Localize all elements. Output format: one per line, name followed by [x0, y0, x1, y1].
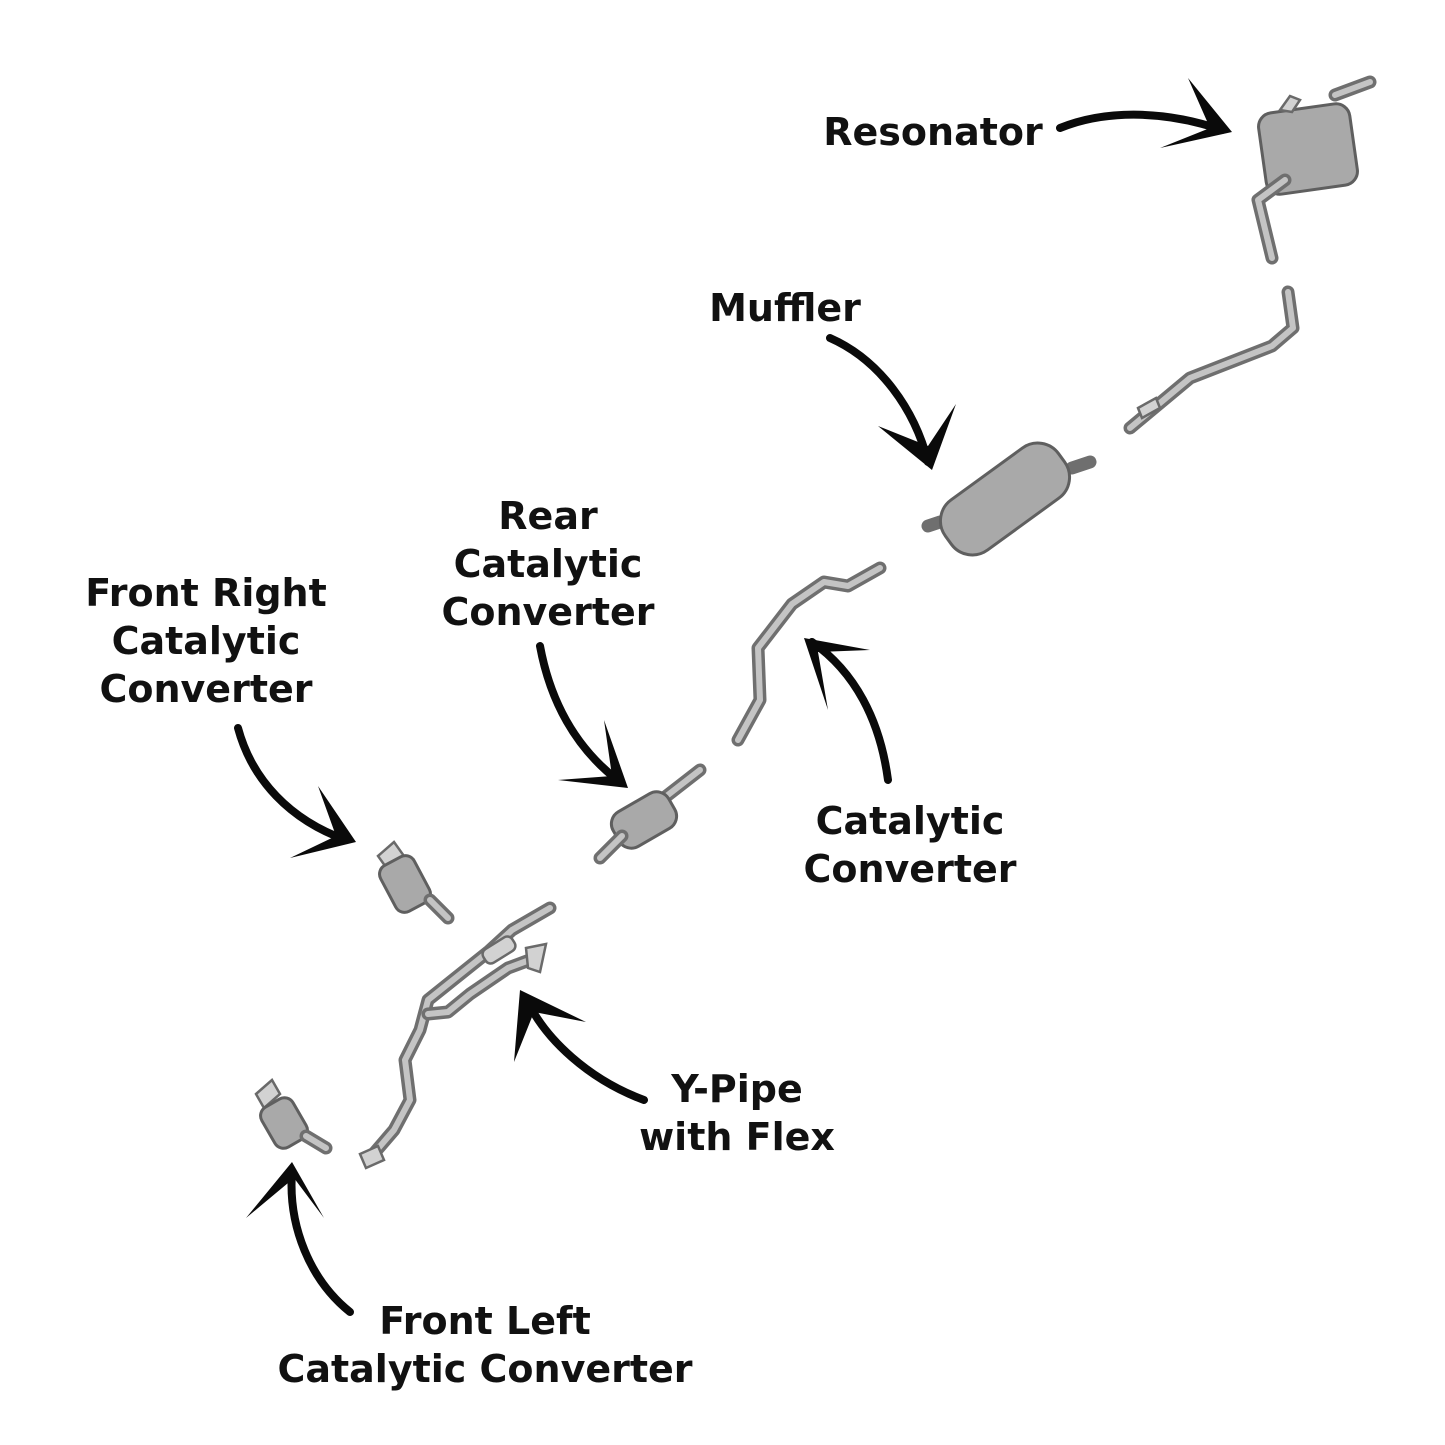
front-right-catalytic-converter-part: [376, 840, 455, 925]
front-left-catalytic-converter-label: Front Left Catalytic Converter: [258, 1297, 712, 1393]
front-left-catalytic-converter-label-line-1: Front Left: [379, 1299, 591, 1343]
rear-catalytic-converter-label-line-1: Rear: [498, 494, 598, 538]
muffler-label: Muffler: [700, 284, 870, 332]
rear-catalytic-converter-label-line-2: Catalytic: [453, 542, 643, 586]
resonator-label-line: Resonator: [823, 110, 1043, 154]
resonator-part: [1251, 75, 1377, 265]
rear-catalytic-converter-label-line-3: Converter: [441, 590, 655, 634]
y-pipe-label: Y-Pipe with Flex: [632, 1065, 842, 1161]
resonator-label: Resonator: [818, 108, 1048, 156]
intermediate-pipe-part: [1123, 285, 1300, 435]
resonator-arrow: [1056, 78, 1232, 148]
front-right-catalytic-converter-label-line-1: Front Right: [85, 571, 327, 615]
front-right-catalytic-converter-label: Front Right Catalytic Converter: [80, 569, 332, 713]
y-pipe-arrow: [514, 990, 648, 1104]
rear-catalytic-converter-arrow: [536, 642, 628, 788]
front-left-catalytic-converter-arrow: [246, 1162, 354, 1316]
rear-catalytic-converter-label: Rear Catalytic Converter: [428, 492, 668, 636]
front-left-catalytic-converter-label-line-2: Catalytic Converter: [277, 1347, 693, 1391]
catalytic-converter-label-line-1: Catalytic: [815, 799, 1005, 843]
catalytic-converter-arrow: [804, 638, 892, 784]
catalytic-converter-pipe-part: [731, 561, 887, 747]
front-right-catalytic-converter-label-line-2: Catalytic: [111, 619, 301, 663]
muffler-label-line: Muffler: [709, 286, 861, 330]
muffler-arrow: [826, 334, 956, 470]
y-pipe-label-line-2: with Flex: [639, 1115, 835, 1159]
front-left-catalytic-converter-part: [254, 1078, 333, 1155]
muffler-part: [921, 441, 1097, 557]
rear-catalytic-converter-part: [593, 763, 707, 865]
catalytic-converter-label-line-2: Converter: [803, 847, 1017, 891]
front-right-catalytic-converter-arrow: [234, 724, 356, 858]
front-right-catalytic-converter-label-line-3: Converter: [99, 667, 313, 711]
y-pipe-part: [358, 901, 557, 1170]
y-pipe-label-line-1: Y-Pipe: [671, 1067, 803, 1111]
catalytic-converter-label: Catalytic Converter: [792, 797, 1028, 893]
